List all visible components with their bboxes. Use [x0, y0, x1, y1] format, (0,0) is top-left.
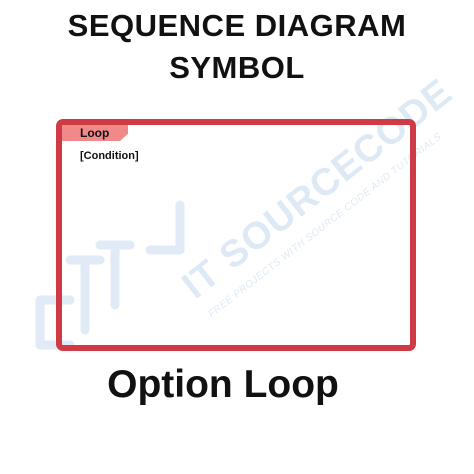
caption: Option Loop — [107, 363, 339, 406]
combined-fragment-frame: Loop [Condition] — [56, 119, 416, 351]
title-line-1: SEQUENCE DIAGRAM — [67, 8, 407, 43]
guard-condition: [Condition] — [80, 150, 139, 162]
title-line-2: SYMBOL — [169, 50, 305, 85]
fragment-operator-tab — [62, 125, 128, 141]
fragment-operator-label: Loop — [80, 126, 110, 140]
